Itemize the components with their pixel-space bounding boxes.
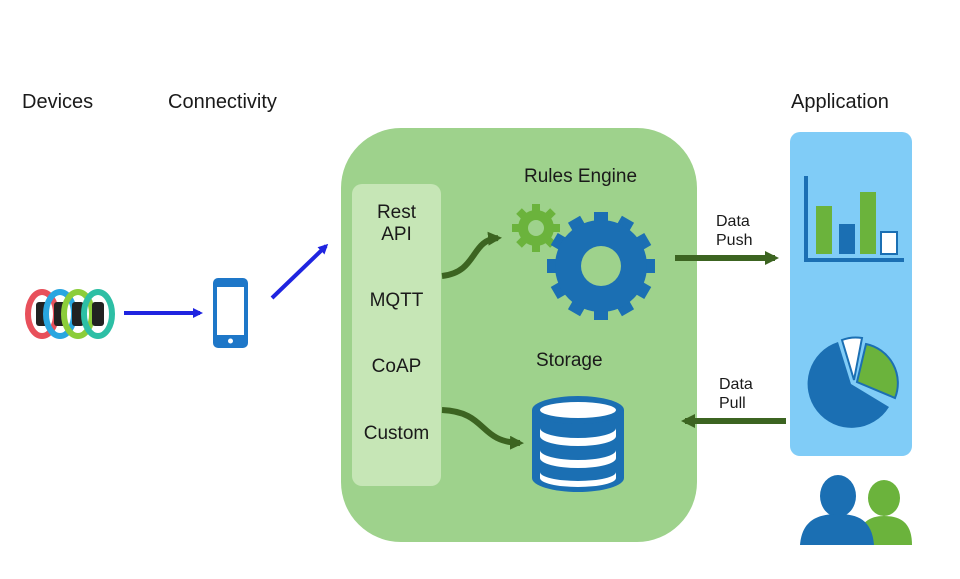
data-pull-label-line2: Pull — [719, 395, 746, 412]
application-header: Application — [791, 91, 889, 113]
data-push-label: Data Push — [716, 212, 752, 250]
devices-header: Devices — [22, 91, 94, 113]
bar-chart-icon — [804, 176, 904, 262]
data-push-label-line2: Push — [716, 232, 753, 249]
protocol-panel — [352, 184, 441, 486]
users-icon — [800, 475, 912, 545]
protocol-custom: Custom — [363, 423, 430, 444]
small-gear-icon — [512, 204, 560, 252]
phone-to-platform-arrow — [270, 243, 329, 300]
protocol-rest-api: Rest API — [352, 202, 441, 246]
protocol-rest-api-label: Rest API — [376, 202, 417, 245]
protocols-to-rules-arrow — [441, 231, 502, 279]
data-push-label-line1: Data — [716, 213, 750, 230]
storage-label: Storage — [536, 350, 603, 371]
data-pull-label-line1: Data — [719, 376, 753, 393]
smartphone-icon — [213, 278, 248, 348]
protocol-mqtt: MQTT — [369, 290, 424, 311]
database-icon — [532, 396, 624, 492]
connectivity-header: Connectivity — [168, 91, 277, 113]
protocols-to-storage-arrow — [441, 407, 524, 450]
protocol-coap: CoAP — [371, 356, 422, 377]
fitness-band-icon — [25, 289, 115, 339]
pie-chart-icon — [807, 336, 899, 428]
large-gear-icon — [547, 212, 655, 320]
rules-engine-label: Rules Engine — [524, 166, 638, 187]
data-pull-label: Data Pull — [719, 375, 753, 413]
